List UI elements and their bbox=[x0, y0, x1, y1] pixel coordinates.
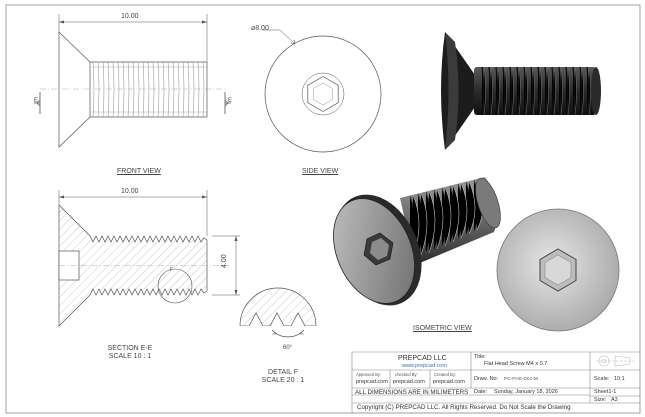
copyright-note: Copyright (C) PREPCAD LLC. All Rights Re… bbox=[357, 404, 571, 411]
detail-thread-profile bbox=[240, 312, 316, 327]
side-view-title: SIDE VIEW bbox=[302, 168, 339, 175]
detail-title: DETAIL F bbox=[268, 369, 298, 376]
detail-view bbox=[239, 287, 317, 338]
date-value: Sunday, January 18, 2026 bbox=[494, 389, 558, 395]
isometric-screw-dark bbox=[441, 32, 601, 150]
checked-by-value: prepcad.com bbox=[393, 379, 425, 385]
title-block bbox=[351, 351, 640, 413]
section-marker-left: E bbox=[34, 98, 39, 104]
title-value: Flat Head Screw M4 x 0.7 bbox=[484, 361, 548, 367]
detail-scale: SCALE 20 : 1 bbox=[261, 377, 305, 384]
scale-value: 10:1 bbox=[614, 376, 625, 382]
section-view bbox=[58, 190, 240, 327]
company-website[interactable]: www.prepcad.com bbox=[402, 363, 447, 369]
created-by-value: prepcad.com bbox=[433, 379, 465, 385]
side-view-diameter: ⌀8.00 bbox=[251, 25, 269, 32]
detail-marker: F bbox=[170, 267, 174, 273]
sheet-border bbox=[5, 4, 641, 414]
front-view bbox=[34, 14, 231, 148]
front-view-title: FRONT VIEW bbox=[117, 168, 161, 175]
section-height-dimension: 4.00 bbox=[221, 254, 228, 268]
draw-no-label: Draw. No: bbox=[474, 376, 499, 382]
section-scale: SCALE 10 : 1 bbox=[108, 353, 152, 360]
title-label: Title: bbox=[474, 354, 486, 360]
dark-thread-ridges bbox=[481, 66, 590, 116]
projection-symbol bbox=[596, 355, 634, 367]
size-value: A3 bbox=[611, 397, 618, 403]
approved-by-label: Approved By: bbox=[356, 372, 382, 377]
detail-angle: 60° bbox=[283, 345, 293, 351]
front-view-length-dimension: 10.00 bbox=[121, 13, 139, 20]
front-view-threads bbox=[92, 61, 205, 118]
isometric-end-view bbox=[496, 208, 620, 332]
units-note: ALL DIMENSIONS ARE IN MILIMETERS bbox=[355, 389, 469, 396]
section-marker-right: E bbox=[228, 98, 233, 104]
sheet-value: Sheet1-1 bbox=[594, 389, 617, 395]
section-length-dimension: 10.00 bbox=[121, 188, 139, 195]
approved-by-value: prepcad.com bbox=[356, 379, 388, 385]
scale-label: Scale: bbox=[594, 376, 610, 382]
isometric-view-title: ISOMETRIC VIEW bbox=[413, 325, 472, 332]
date-label: Date: bbox=[474, 389, 488, 395]
side-view bbox=[262, 29, 382, 153]
isometric-screw-light bbox=[333, 177, 501, 306]
draw-no-value: PC-FHS-D01-M bbox=[504, 377, 538, 382]
size-label: Size: bbox=[594, 397, 607, 403]
checked-by-label: checked By: bbox=[395, 372, 418, 377]
company-name: PREPCAD LLC bbox=[398, 355, 447, 362]
section-title: SECTION E-E bbox=[107, 345, 153, 352]
created-by-label: Created By: bbox=[434, 372, 457, 377]
